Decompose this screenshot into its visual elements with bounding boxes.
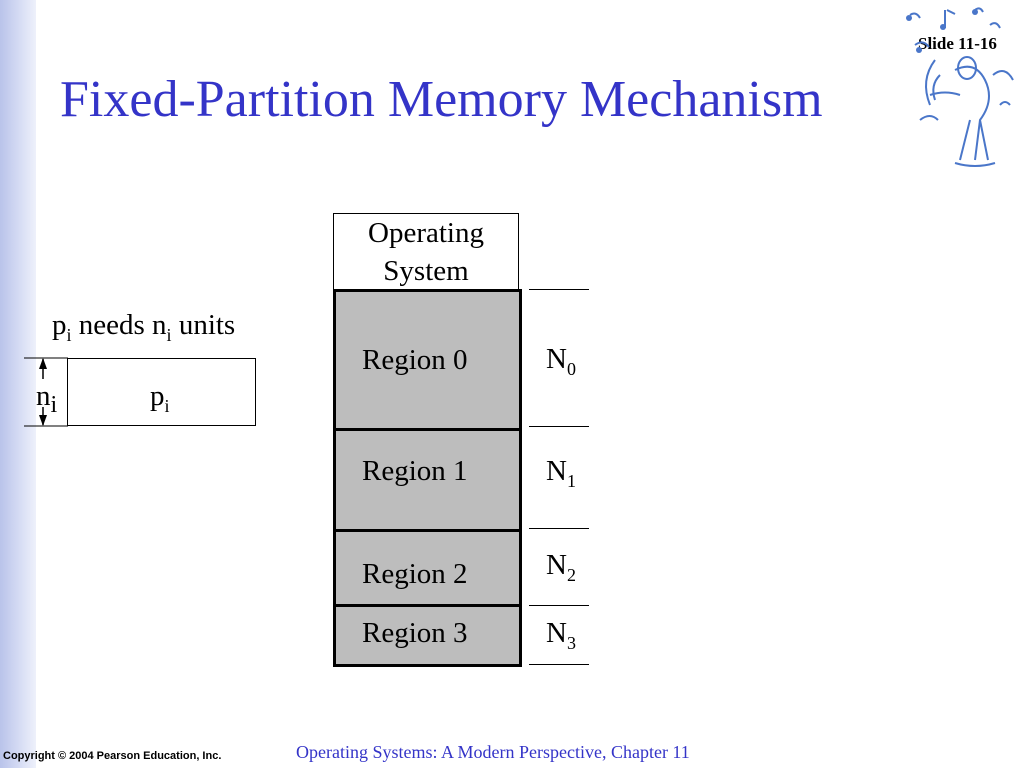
boundary-tick [529,664,589,665]
boundary-tick [529,426,589,427]
region-1-size: N1 [546,455,576,491]
slide-left-band [0,0,36,768]
operating-system-block: Operating System [333,213,519,289]
region-label: Region 2 [362,558,468,590]
height-arrow-icon [24,357,68,427]
copyright-notice: Copyright © 2004 Pearson Education, Inc. [3,750,222,762]
region-2-block: Region 2 [333,529,522,607]
region-3-size: N3 [546,617,576,653]
boundary-tick [529,528,589,529]
region-0-block: Region 0 [333,289,522,428]
region-0-size: N0 [546,343,576,379]
footer-book-title: Operating Systems: A Modern Perspective,… [296,742,690,762]
slide-number: Slide 11-16 [918,34,997,53]
slide-title: Fixed-Partition Memory Mechanism [60,71,823,128]
region-1-block: Region 1 [333,428,522,529]
boundary-tick [529,605,589,606]
os-label-line1: Operating [368,217,484,249]
region-label: Region 0 [362,344,468,376]
boundary-tick [529,289,589,290]
os-label-line2: System [383,255,469,287]
process-needs-caption: pi needs ni units [52,309,236,345]
region-label: Region 3 [362,617,468,649]
process-block [67,358,256,426]
process-height-label: ni [36,380,58,418]
region-3-block: Region 3 [333,604,522,667]
region-2-size: N2 [546,549,576,585]
region-label: Region 1 [362,455,468,487]
process-label: pi [150,380,170,416]
music-figure-logo-icon [906,7,1014,167]
